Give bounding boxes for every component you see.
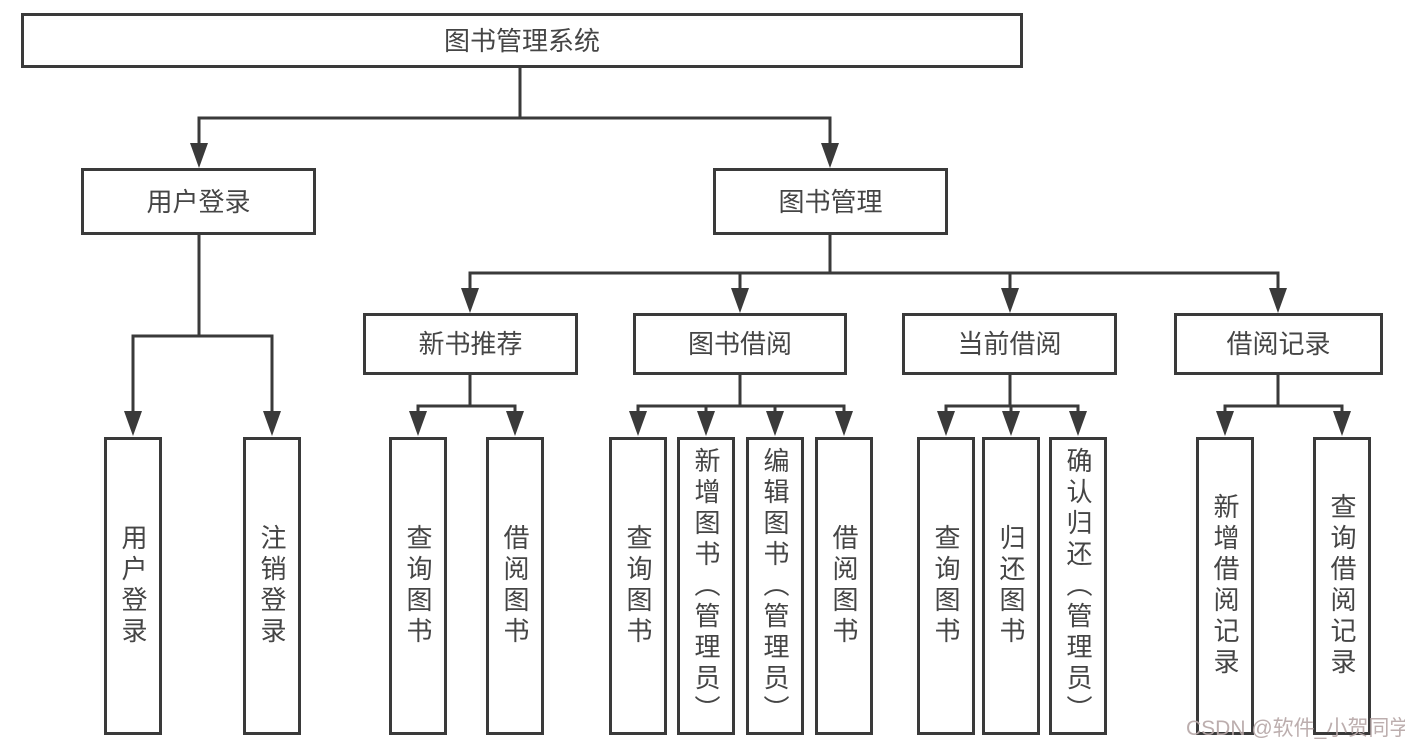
node-system-root: 图书管理系统 [21, 13, 1023, 68]
leaf-query-borrow-record: 查询借阅记录 [1313, 437, 1371, 735]
leaf-add-borrow-record: 新增借阅记录 [1196, 437, 1254, 735]
leaf-borrow-books-recommend: 借阅图书 [486, 437, 544, 735]
node-current-borrow: 当前借阅 [902, 313, 1117, 375]
node-label: 查询图书 [623, 524, 653, 648]
node-new-book-recommend: 新书推荐 [363, 313, 578, 375]
node-label: 归还图书 [996, 524, 1026, 648]
node-label: 借阅记录 [1226, 329, 1331, 359]
node-label: 新书推荐 [418, 329, 523, 359]
leaf-query-books-recommend: 查询图书 [389, 437, 447, 735]
node-label: 图书管理 [778, 186, 883, 217]
leaf-query-books-current: 查询图书 [917, 437, 975, 735]
node-label: 确认归还（管理员） [1063, 446, 1093, 726]
node-label: 当前借阅 [957, 329, 1062, 359]
node-label: 查询图书 [403, 524, 433, 648]
node-borrow-records: 借阅记录 [1174, 313, 1383, 375]
node-label: 借阅图书 [500, 524, 530, 648]
leaf-add-book-admin: 新增图书（管理员） [677, 437, 735, 735]
leaf-confirm-return-admin: 确认归还（管理员） [1049, 437, 1107, 735]
leaf-user-login: 用户登录 [104, 437, 162, 735]
node-book-borrow: 图书借阅 [633, 313, 847, 375]
leaf-return-book: 归还图书 [982, 437, 1040, 735]
node-book-management: 图书管理 [713, 168, 948, 235]
node-label: 图书管理系统 [443, 25, 600, 56]
node-label: 查询借阅记录 [1327, 493, 1357, 679]
node-label: 图书借阅 [687, 329, 792, 359]
node-label: 新增借阅记录 [1210, 493, 1240, 679]
leaf-borrow-books: 借阅图书 [815, 437, 873, 735]
node-label: 用户登录 [118, 524, 148, 648]
node-label: 新增图书（管理员） [691, 446, 721, 726]
node-label: 用户登录 [146, 186, 251, 217]
node-label: 编辑图书（管理员） [760, 446, 790, 726]
node-label: 借阅图书 [829, 524, 859, 648]
node-label: 查询图书 [931, 524, 961, 648]
leaf-logout: 注销登录 [243, 437, 301, 735]
node-user-login: 用户登录 [81, 168, 316, 235]
leaf-query-books-borrow: 查询图书 [609, 437, 667, 735]
leaf-edit-book-admin: 编辑图书（管理员） [746, 437, 804, 735]
csdn-watermark: CSDN @软件_小贺同学 [1186, 717, 1405, 740]
node-label: 注销登录 [257, 524, 287, 648]
